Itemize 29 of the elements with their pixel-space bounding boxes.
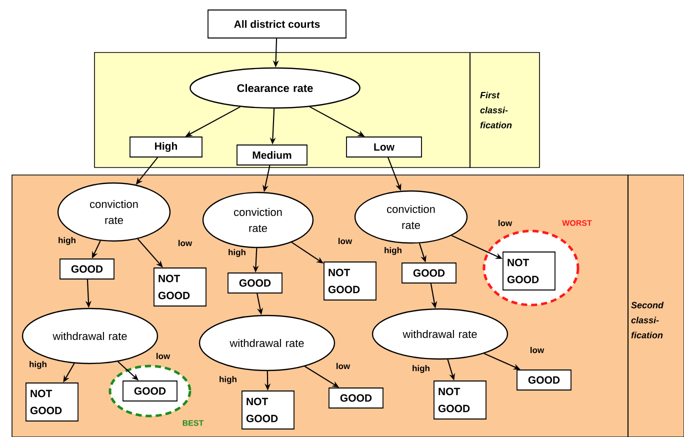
edge-label: low	[530, 346, 544, 354]
result-box: GOOD	[228, 272, 282, 294]
result-box: GOOD	[122, 380, 178, 402]
edge-label: low	[338, 238, 352, 244]
title-box: All district courts	[208, 10, 346, 38]
category-box: Low	[346, 136, 422, 158]
edge-label: high	[412, 365, 430, 373]
category-box: High	[130, 136, 202, 158]
result-box: NOT GOOD	[324, 262, 376, 300]
result-box: NOT GOOD	[434, 380, 486, 420]
result-box: NOT GOOD	[242, 390, 294, 430]
edge-label: high	[384, 247, 402, 255]
result-box: GOOD	[402, 262, 456, 284]
edge-label: high	[220, 376, 236, 384]
result-box: NOT GOOD	[154, 268, 206, 306]
edge-label: low	[156, 352, 170, 360]
result-box: GOOD	[328, 388, 384, 408]
rating-label: BEST	[182, 420, 204, 426]
result-box: GOOD	[516, 370, 572, 390]
result-box: NOT GOOD	[502, 252, 556, 290]
edge-label: low	[178, 240, 192, 246]
edge-label: high	[228, 249, 246, 257]
rating-label: WORST	[562, 220, 592, 226]
result-box: NOT GOOD	[26, 382, 78, 422]
category-box: Medium	[236, 144, 308, 166]
edge-label: low	[498, 220, 512, 226]
edge-label: low	[336, 362, 350, 370]
result-box: GOOD	[60, 258, 114, 280]
edge-label: high	[58, 237, 76, 245]
